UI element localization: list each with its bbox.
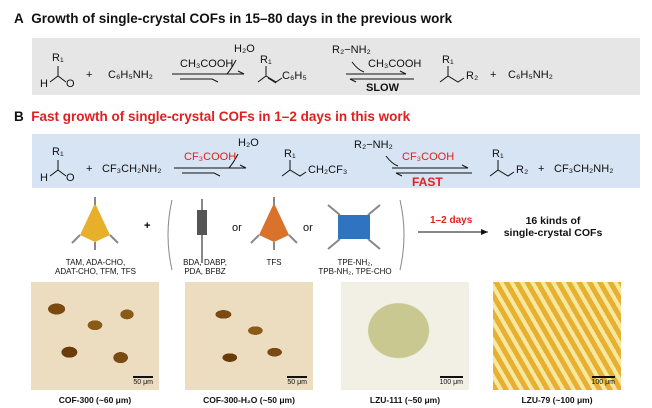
panel-a-title: A Growth of single-crystal COFs in 15–80… — [14, 11, 453, 26]
amine-reactant: CF₃CH₂NH₂ — [102, 163, 162, 175]
amine-reactant: C₆H₅NH₂ — [108, 69, 153, 81]
o-label: O — [66, 78, 75, 90]
r2-label: R₂ — [516, 164, 529, 176]
photo-lzu-111: 100 μm — [341, 282, 469, 390]
product-amine: CF₃CH₂NH₂ — [554, 163, 614, 175]
square-linker-icon — [327, 204, 381, 250]
plus: + — [86, 69, 93, 81]
imine-substituent: CH₂CF₃ — [308, 164, 348, 176]
svg-text:+: + — [144, 220, 150, 232]
photo-lzu-79: 100 μm — [493, 282, 621, 390]
r1-label: R₁ — [284, 148, 296, 160]
block-label: TFS — [266, 258, 282, 267]
photo-caption: LZU-111 (~50 μm) — [369, 395, 441, 405]
h-label: H — [40, 172, 48, 184]
h-label: H — [40, 78, 48, 90]
block-label: TPE-NH₂, TPB-NH₂, TPE-CHO — [318, 258, 392, 276]
imine-substituent: C₆H₅ — [282, 70, 307, 82]
or-label: or — [303, 222, 313, 234]
catalyst2: CH₃COOH — [368, 58, 422, 70]
building-block-shapes: + — [71, 197, 488, 271]
r1-label: R₁ — [260, 54, 272, 66]
r2-label: R₂ — [466, 70, 479, 82]
catalyst: CH₃COOH — [180, 58, 234, 70]
water: H₂O — [234, 43, 255, 55]
panel-b-title: B Fast growth of single-crystal COFs in … — [14, 109, 411, 124]
r1-label: R₁ — [52, 52, 64, 64]
r1-label: R₁ — [442, 54, 454, 66]
r2-amine: R₂−NH₂ — [354, 139, 393, 151]
r2-amine: R₂−NH₂ — [332, 44, 371, 56]
block-label: TAM, ADA-CHO, ADAT-CHO, TFM, TFS — [55, 258, 136, 276]
catalyst: CF₃COOH — [184, 151, 237, 163]
tetrahedron-icon — [71, 197, 119, 250]
plus: + — [538, 163, 545, 175]
photo-caption: COF-300-H₂O (~50 μm) — [203, 395, 295, 405]
water: H₂O — [238, 137, 259, 149]
photo-caption: LZU-79 (~100 μm) — [521, 395, 593, 405]
scheme-bonds — [49, 153, 515, 177]
result-label: 16 kinds of single-crystal COFs — [503, 215, 603, 239]
r1-label: R₁ — [52, 146, 64, 158]
product-amine: C₆H₅NH₂ — [508, 69, 553, 81]
speed-label: SLOW — [366, 82, 399, 94]
catalyst2: CF₃COOH — [402, 151, 455, 163]
photo-cof-300: 50 μm — [31, 282, 159, 390]
panel-a-scheme: R₁ H O + C₆H₅NH₂ CH₃COOH H₂O R₁ C₆H₅ R₂−… — [32, 38, 640, 95]
plus: + — [490, 69, 497, 81]
photo-caption: COF-300 (~60 μm) — [58, 395, 132, 405]
speed-label: FAST — [412, 175, 443, 189]
or-label: or — [232, 222, 242, 234]
photo-cof-300-h2o: 50 μm — [185, 282, 313, 390]
time-label: 1–2 days — [430, 215, 473, 226]
plus: + — [86, 163, 93, 175]
r1-label: R₁ — [492, 148, 504, 160]
panel-b-scheme: R₁ H O + CF₃CH₂NH₂ CF₃COOH H₂O R₁ CH₂CF₃… — [32, 134, 640, 189]
block-label: BDA, DABP, PDA, BFBZ — [183, 258, 227, 276]
tetrahedron-orange-icon — [250, 197, 298, 250]
scheme-bonds — [49, 59, 465, 84]
o-label: O — [66, 172, 75, 184]
linear-linker-icon — [197, 199, 207, 263]
